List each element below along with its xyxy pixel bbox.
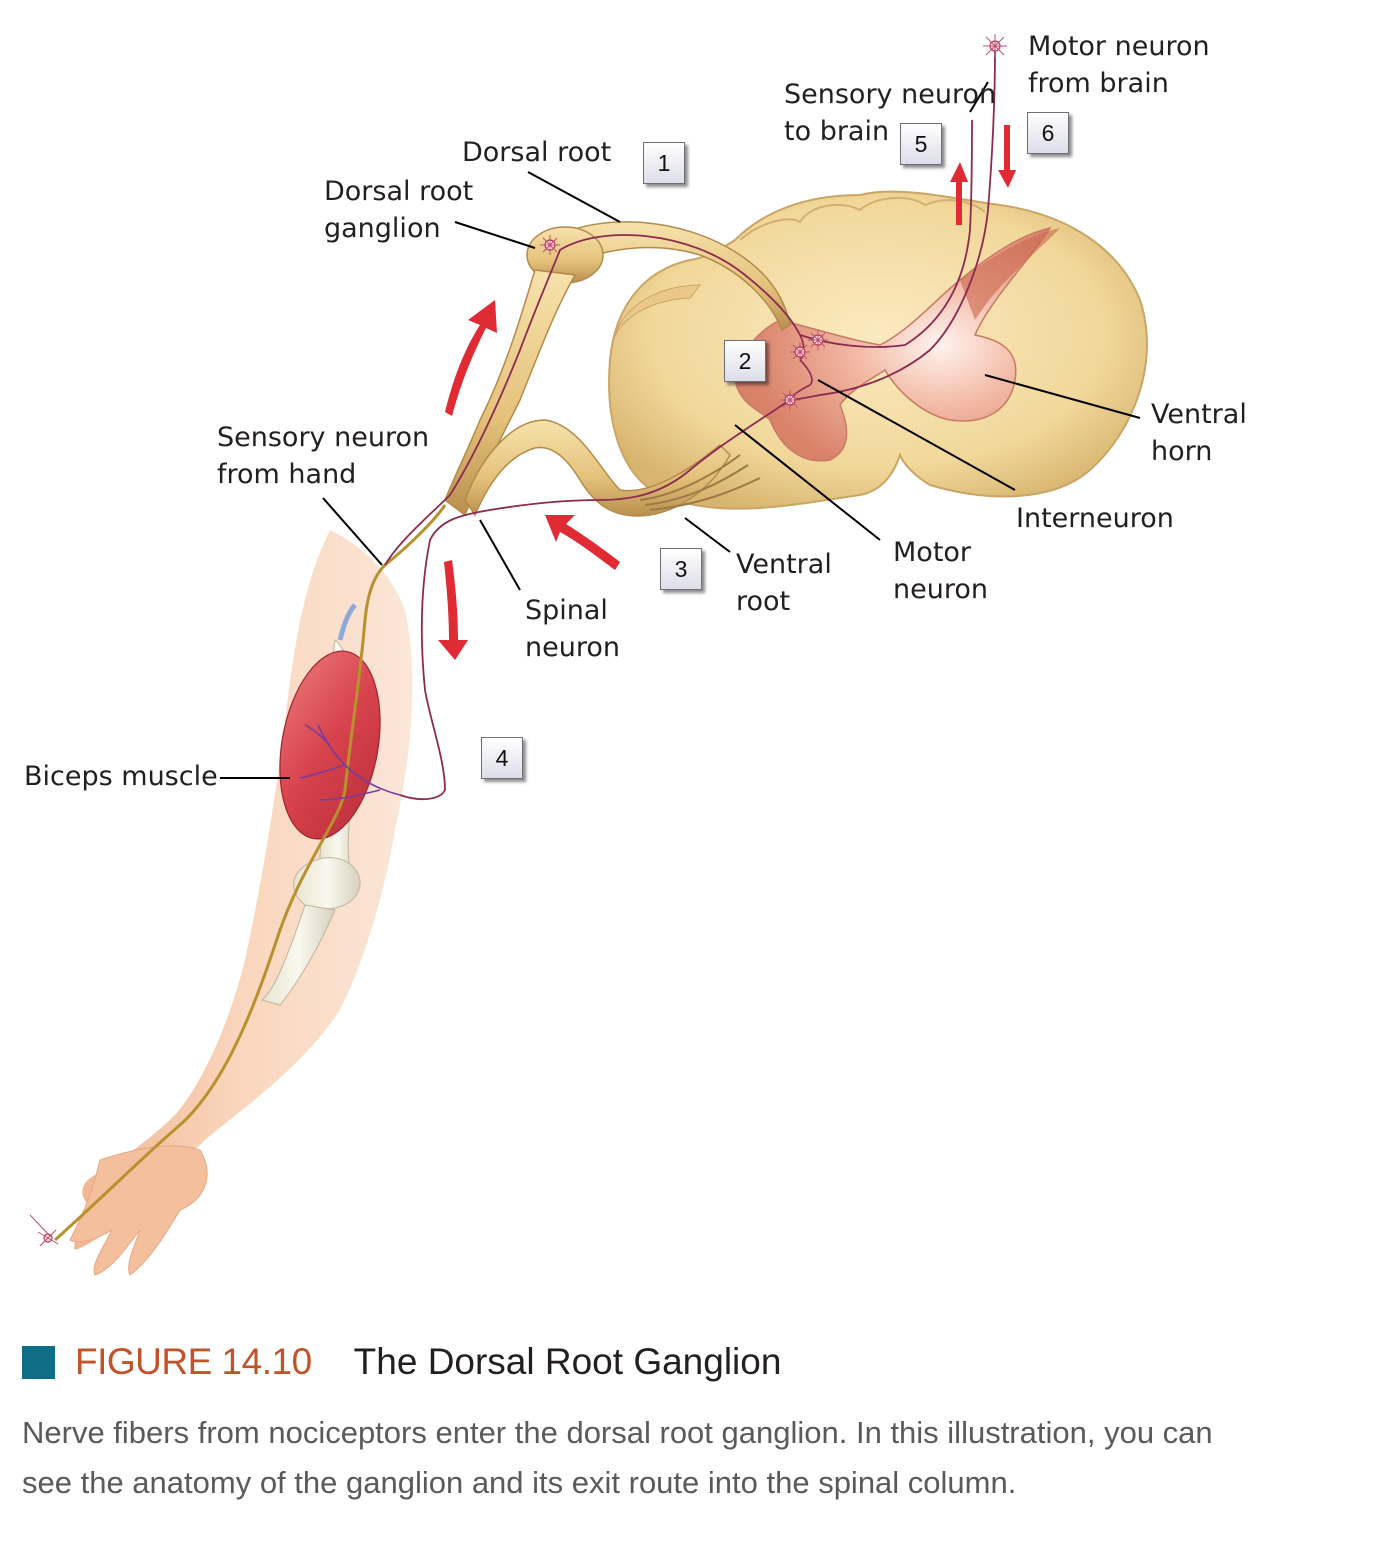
motor-neuron-path-to-biceps — [399, 399, 791, 801]
cell-body-rays — [29, 34, 1007, 1247]
figure-caption-heading: FIGURE 14.10 The Dorsal Root Ganglion — [22, 1340, 781, 1384]
leader-ventral-root — [684, 517, 731, 553]
arm-skin — [74, 530, 413, 1250]
label-sensory-neuron-from-hand: Sensory neuron from hand — [217, 422, 430, 490]
dorsal-root — [559, 221, 791, 332]
arrow-up-sensory — [445, 300, 497, 416]
label-motor-neuron-from-brain: Motor neuron from brain — [1028, 31, 1210, 99]
step-badge-4: 4 — [481, 737, 523, 779]
hand — [69, 1145, 208, 1276]
leader-spinal-neuron — [479, 519, 521, 591]
cord-inner-curl — [611, 284, 702, 346]
label-dorsal-root-ganglion: Dorsal root ganglion — [324, 176, 474, 244]
biceps-tendon — [337, 603, 357, 641]
label-sensory-neuron-to-brain: Sensory neuron to brain — [784, 79, 997, 147]
motor-nerve-branches — [299, 724, 401, 801]
figure-caption-text: Nerve fibers from nociceptors enter the … — [22, 1415, 1213, 1500]
step-badge-6: 6 — [1027, 112, 1069, 154]
arrow-up-to-brain — [950, 162, 968, 225]
motor-neuron-from-brain-fiber — [789, 49, 996, 401]
leader-interneuron — [817, 379, 1016, 491]
arrow-down-from-brain — [998, 125, 1016, 188]
sensory-neuron-path-to-ganglion — [384, 234, 801, 566]
sensory-nerve-fiber — [54, 504, 447, 1242]
spinal-nerve-dorsal-branch — [444, 269, 577, 517]
label-spinal-neuron: Spinal neuron — [525, 595, 620, 663]
forearm-bones — [260, 904, 336, 1006]
leader-sensory-neuron-from-hand — [322, 497, 383, 566]
leader-ventral-horn — [984, 374, 1141, 419]
ventral-root — [464, 419, 731, 517]
leader-dorsal-root-ganglion — [454, 221, 536, 249]
label-ventral-root: Ventral root — [736, 549, 832, 617]
leader-dorsal-root — [527, 171, 621, 223]
leader-lines — [220, 81, 1141, 779]
direction-arrows — [438, 125, 1016, 660]
diagram-stage: Dorsal root Dorsal root ganglion Sensory… — [24, 31, 1247, 1276]
caption-accent-square — [22, 1345, 55, 1379]
leader-sensory-neuron-to-brain — [969, 81, 989, 113]
step-badge-5: 5 — [900, 123, 942, 165]
label-ventral-horn: Ventral horn — [1151, 399, 1247, 467]
label-interneuron: Interneuron — [1016, 503, 1174, 534]
label-dorsal-root: Dorsal root — [462, 137, 612, 168]
leader-motor-neuron — [734, 424, 881, 541]
arrow-into-cord — [545, 515, 620, 570]
step-badge-3: 3 — [660, 548, 702, 590]
figure-title: The Dorsal Root Ganglion — [353, 1341, 782, 1382]
dorsal-horn-tract — [960, 228, 1060, 320]
ventral-rootlets — [639, 454, 761, 511]
figure-number: FIGURE 14.10 — [75, 1341, 312, 1382]
label-motor-neuron: Motor neuron — [893, 537, 988, 605]
dorsal-cord-bump-ridges — [739, 196, 986, 241]
sensory-neuron-to-brain-fiber — [799, 119, 973, 348]
label-biceps-muscle: Biceps muscle — [24, 761, 218, 792]
step-badge-2: 2 — [724, 340, 766, 382]
step-badge-1: 1 — [643, 142, 685, 184]
arrow-down-motor — [438, 560, 468, 660]
dorsal-root-ganglion-illustration — [29, 34, 1148, 1276]
